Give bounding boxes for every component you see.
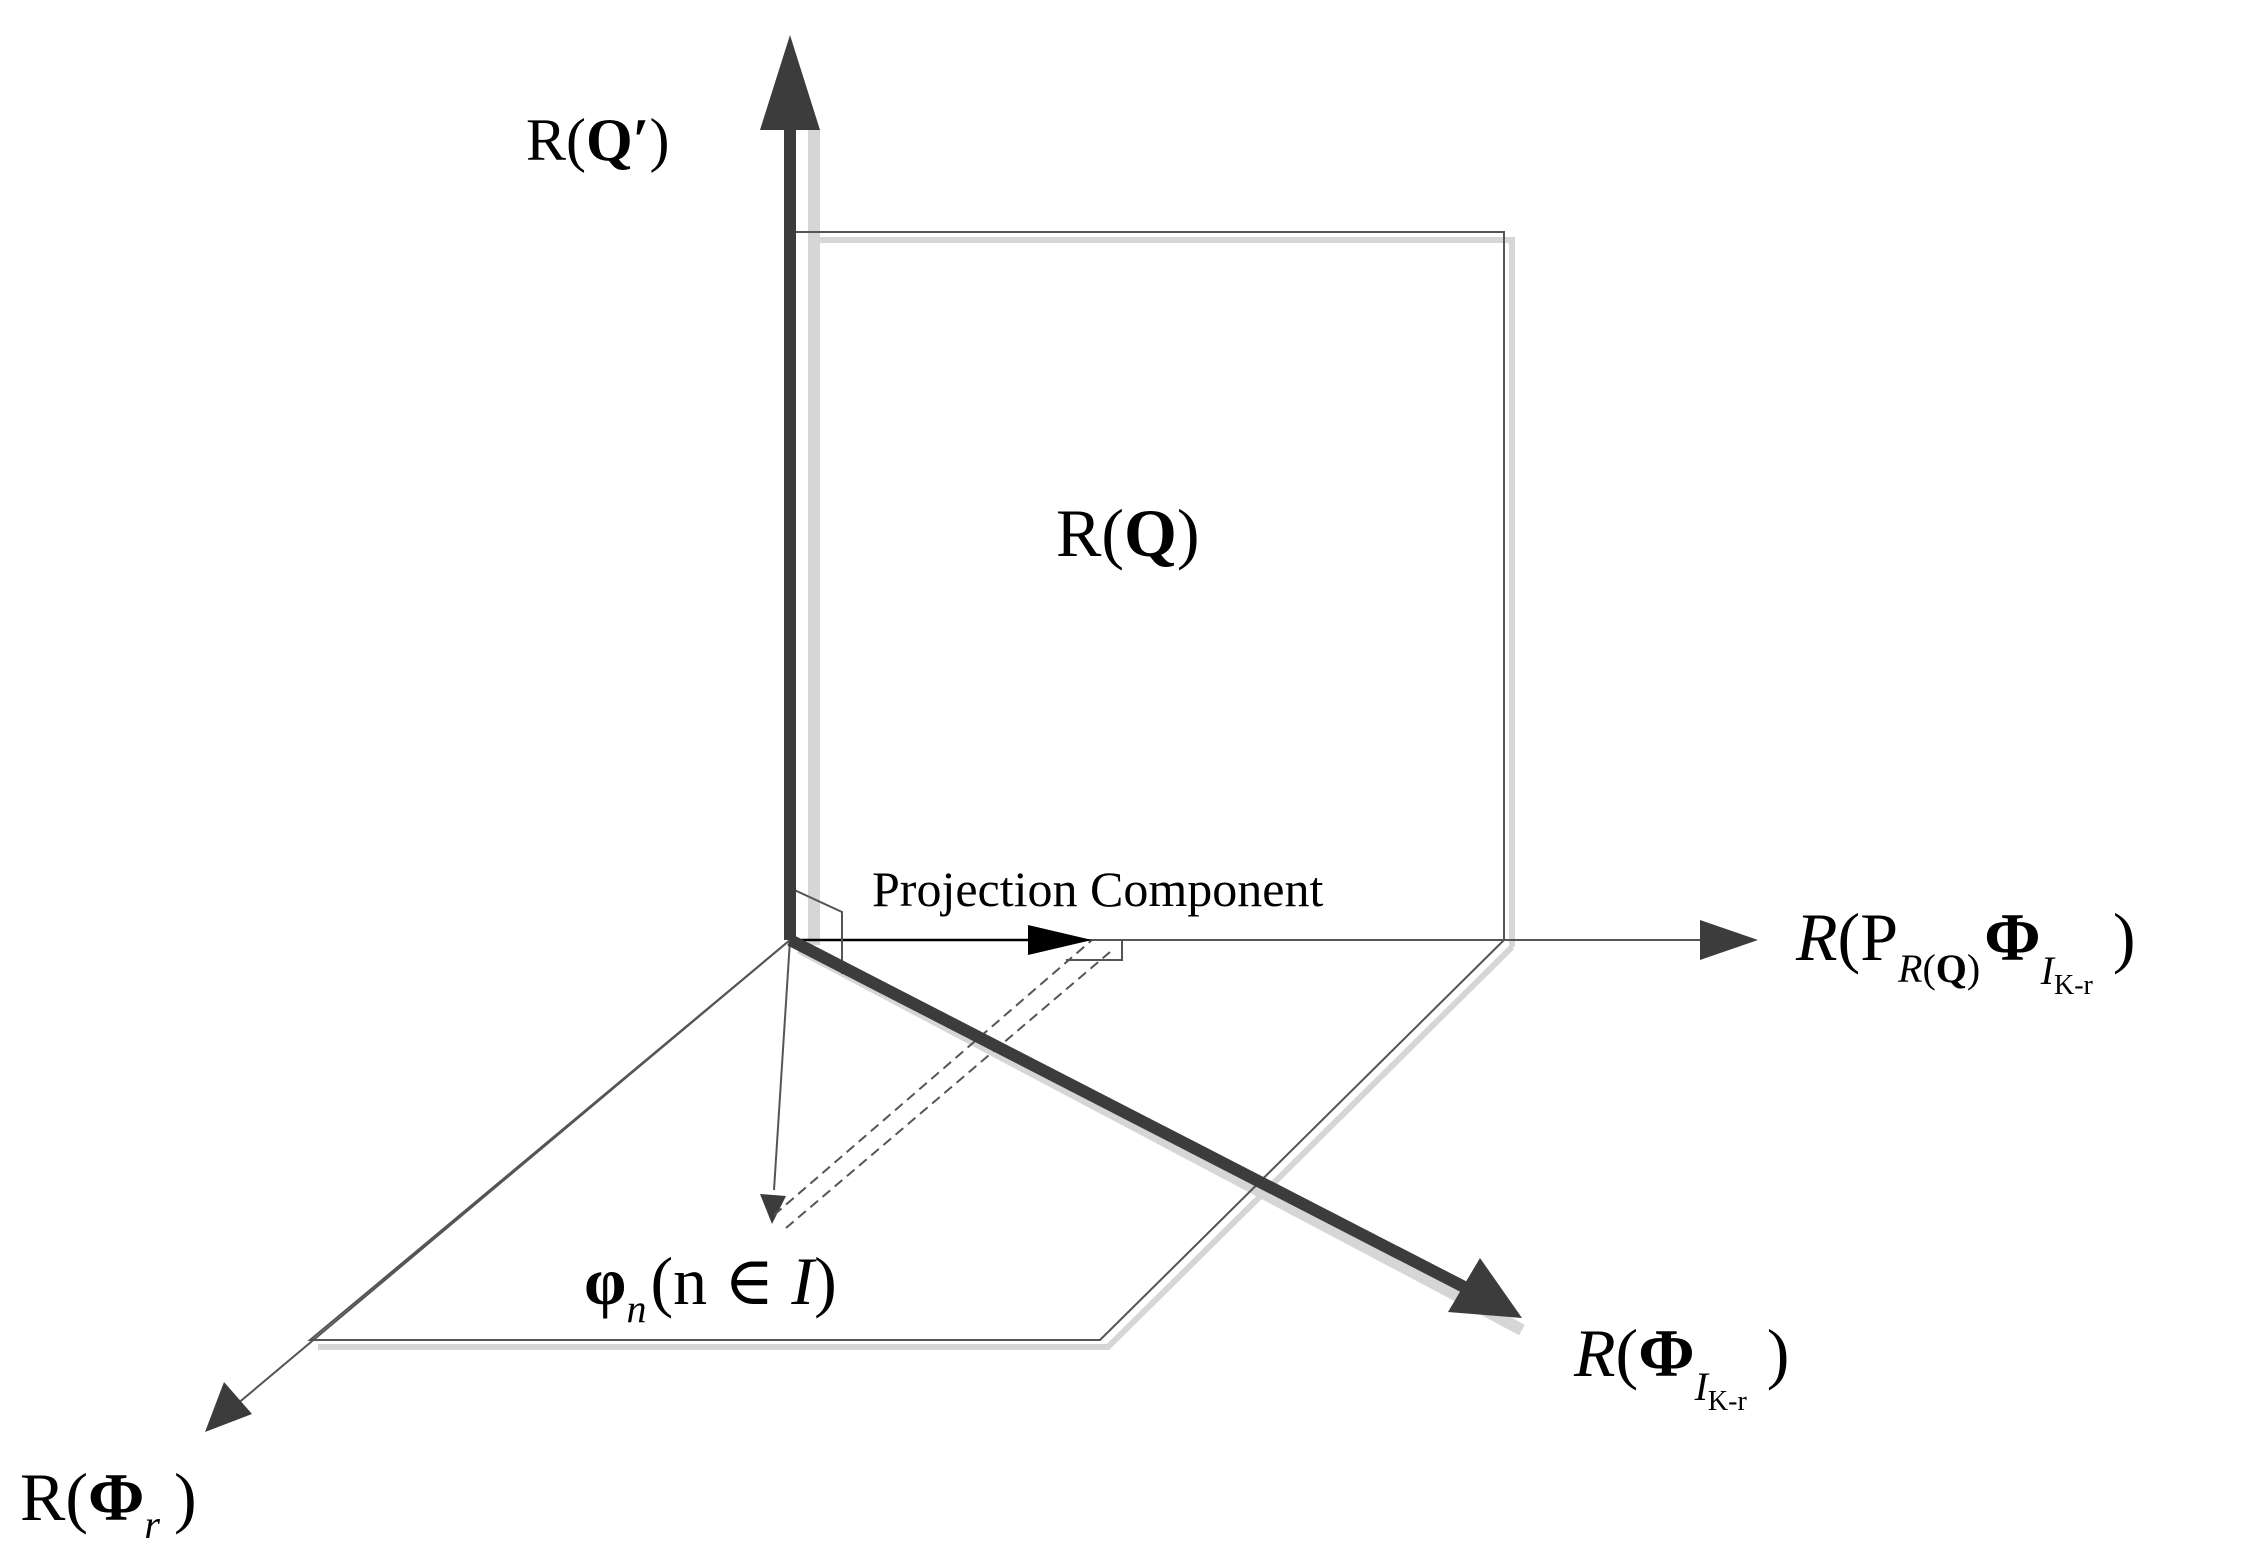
phi-ikr-axis-line — [787, 934, 1473, 1296]
dashed-projection-lines — [773, 939, 1111, 1229]
projection-component-arrowhead — [1028, 925, 1092, 955]
q-prime-axis-arrowhead — [760, 35, 820, 130]
horizontal-plane — [307, 939, 1505, 1341]
rq-label: R(Q) — [1056, 495, 1200, 571]
dashed-line-lower — [785, 951, 1111, 1229]
phi-n-vector-line — [773, 939, 791, 1191]
right-angle-marker-projection — [1066, 939, 1123, 961]
phi-r-label: R(Φr) — [20, 1459, 197, 1547]
phi-r-axis-arrowhead — [205, 1382, 252, 1432]
horizontal-plane-shadow — [318, 944, 1515, 1350]
vertical-plane-shadow — [808, 237, 1515, 947]
q-prime-label: R(Q′) — [526, 107, 670, 173]
dashed-line-upper — [773, 939, 1093, 1216]
projection-component-label: Projection Component — [872, 861, 1323, 917]
phi-r-axis-line — [229, 939, 791, 1411]
vertical-plane-rq — [789, 231, 1505, 940]
phi-n-label: φn(n ∈ I) — [584, 1243, 837, 1331]
phi-ikr-label: R(ΦIK-r) — [1573, 1315, 1789, 1417]
projection-axis-label: R(PR(Q)ΦIK-r) — [1795, 899, 2136, 1001]
shadow-layer — [318, 130, 1525, 1350]
right-angle-marker-origin — [789, 887, 843, 974]
phi-ikr-axis-arrowhead — [1448, 1258, 1522, 1318]
projection-axis-arrowhead — [1700, 920, 1758, 960]
phi-n-arrowhead — [760, 1194, 786, 1224]
